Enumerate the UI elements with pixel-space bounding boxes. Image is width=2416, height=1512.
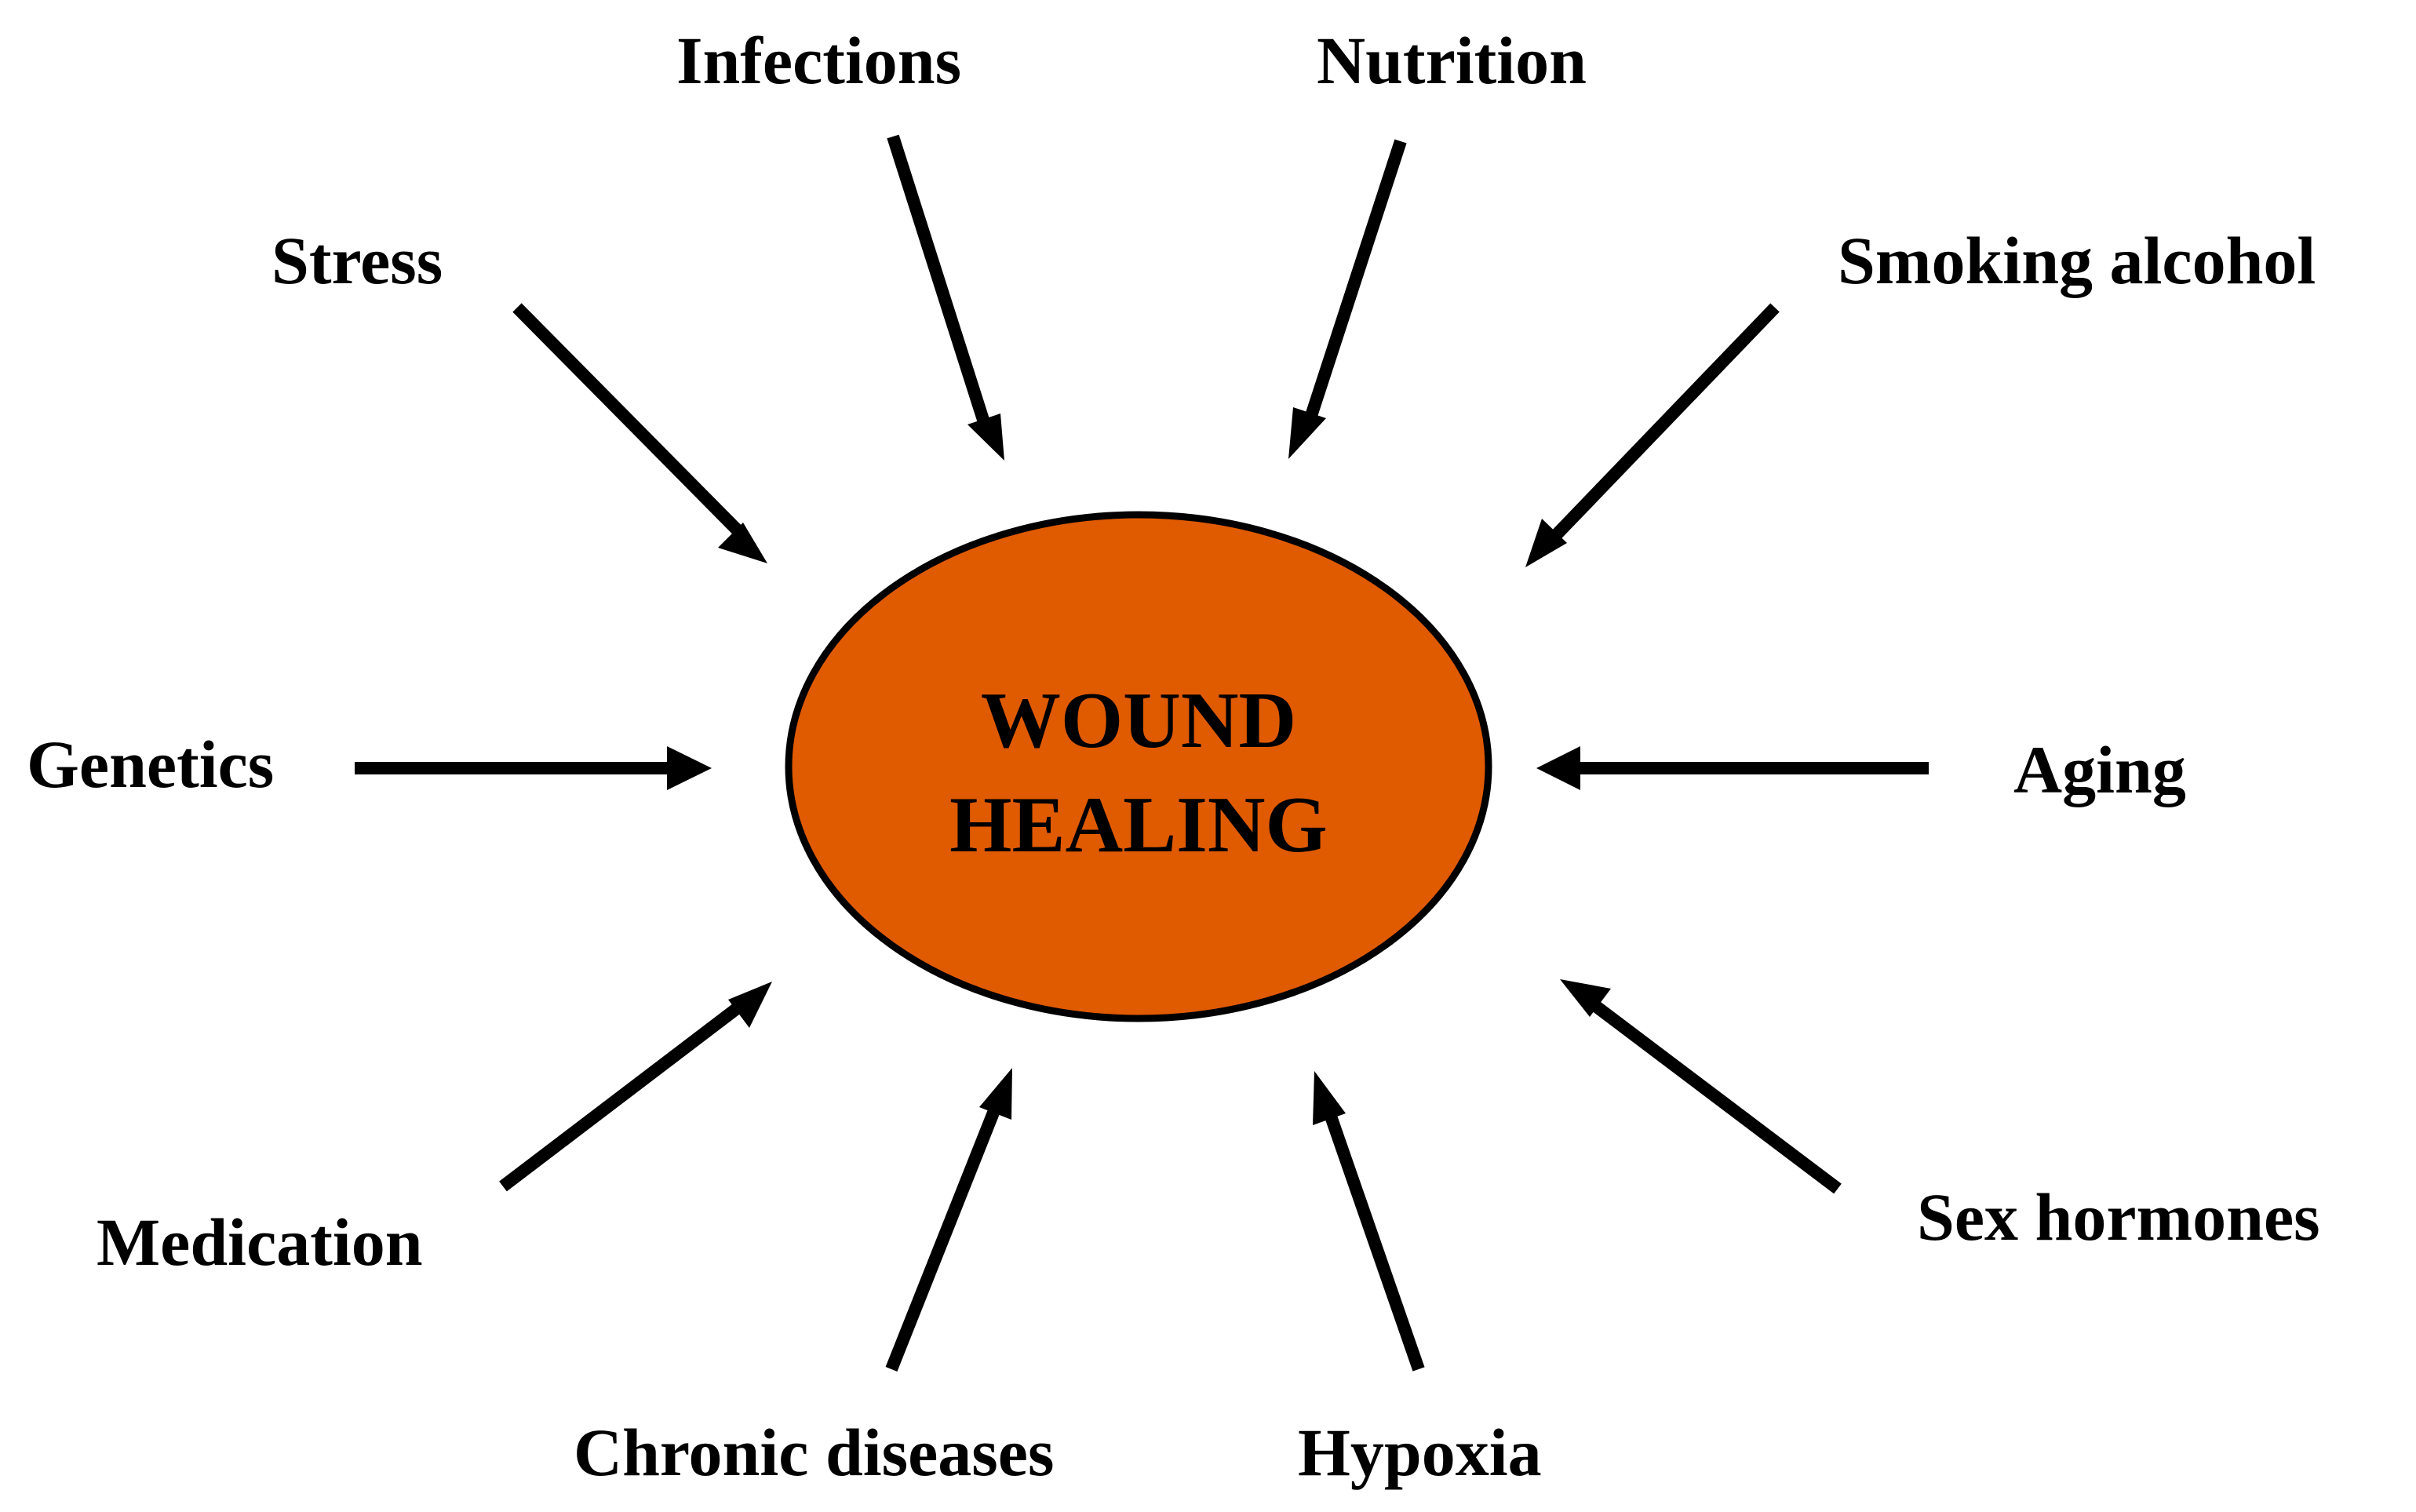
factor-label-aging: Aging [2013,732,2186,807]
arrow-medication [499,982,772,1192]
factor-label-hypoxia: Hypoxia [1298,1415,1542,1490]
factor-label-chronic-diseases: Chronic diseases [574,1415,1054,1490]
arrow-nutrition [1288,139,1407,459]
factor-label-smoking-alcohol: Smoking alcohol [1838,223,2316,298]
factor-label-medication: Medication [97,1204,423,1280]
arrow-sex-hormones [1560,979,1842,1194]
wound-healing-ellipse [785,511,1492,1022]
arrow-genetics [355,746,712,790]
factor-label-nutrition: Nutrition [1317,23,1587,98]
factor-label-infections: Infections [676,23,961,98]
center-label-line2: HEALING [949,781,1328,869]
arrow-aging [1536,746,1929,790]
center-label-line1: WOUND [981,676,1296,765]
factor-label-genetics: Genetics [27,727,274,802]
arrow-infections [887,134,1004,461]
arrow-stress [512,303,767,563]
factor-label-sex-hormones: Sex hormones [1917,1179,2320,1255]
arrow-smoking-alcohol [1525,303,1780,567]
arrow-chronic-diseases [885,1068,1012,1372]
factor-label-stress: Stress [271,223,443,298]
arrow-hypoxia [1313,1071,1425,1372]
